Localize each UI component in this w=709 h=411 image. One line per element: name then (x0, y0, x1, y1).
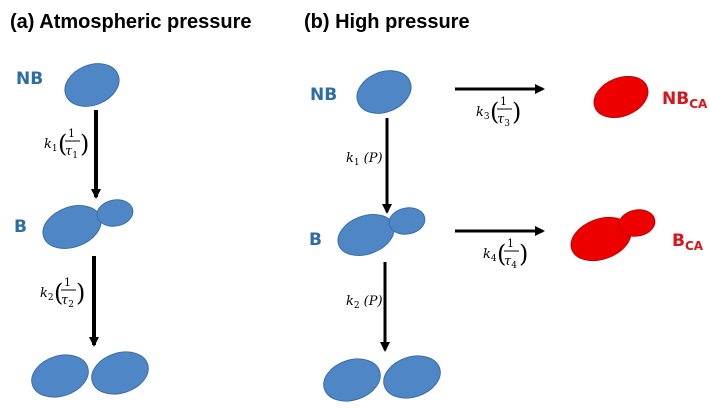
panel-b-nb-label: NB (310, 85, 337, 105)
panel-a-product-pair (31, 351, 149, 398)
panel-b-rate-k2p: k2(P) (346, 294, 383, 311)
panel-a-title: (a) Atmospheric pressure (10, 11, 252, 33)
panel-a-nb-particle (64, 63, 120, 107)
panel-b-rate-k4: k4 ( 1 τ4 ) (483, 237, 528, 271)
panel-b-product-pair (323, 355, 441, 402)
panel-b-bca-particle (570, 209, 656, 262)
svg-text:): ) (80, 130, 89, 158)
panel-a-rate-k1: k1 ( 1 τ1 ) (44, 127, 89, 161)
panel-b-nbca-particle (593, 75, 649, 119)
svg-text:): ) (76, 279, 85, 307)
svg-text:k3: k3 (476, 105, 490, 122)
svg-text:1: 1 (64, 276, 71, 289)
panel-a-b-particle (42, 199, 134, 249)
svg-text:): ) (512, 98, 521, 126)
svg-text:(: ( (497, 240, 506, 268)
svg-text:1: 1 (500, 95, 507, 108)
svg-text:k1: k1 (44, 137, 58, 154)
panel-b-title: (b) High pressure (304, 11, 470, 33)
svg-text:): ) (519, 240, 528, 268)
svg-text:1: 1 (507, 237, 514, 250)
svg-text:(: ( (490, 98, 499, 126)
panel-b-rate-k3: k3 ( 1 τ3 ) (476, 95, 521, 129)
svg-text:(: ( (58, 130, 67, 158)
panel-b-b-particle (337, 207, 426, 256)
panel-b-nb-particle (356, 70, 412, 114)
panel-a-b-label: B (14, 217, 27, 237)
svg-text:1: 1 (68, 127, 75, 140)
svg-text:(: ( (54, 279, 63, 307)
panel-a-nb-label: NB (16, 69, 43, 89)
svg-text:τ3: τ3 (497, 112, 510, 129)
panel-b-bca-label: BCA (672, 231, 704, 253)
svg-text:τ4: τ4 (504, 254, 517, 271)
svg-text:τ1: τ1 (65, 144, 78, 161)
panel-a-rate-k2: k2 ( 1 τ2 ) (40, 276, 85, 310)
panel-b-b-label: B (309, 230, 322, 250)
svg-text:τ2: τ2 (61, 293, 74, 310)
svg-text:k4: k4 (483, 247, 497, 264)
svg-text:k2: k2 (40, 286, 54, 303)
panel-b-rate-k1p: k1(P) (346, 151, 383, 168)
panel-b-nbca-label: NBCA (662, 89, 708, 111)
